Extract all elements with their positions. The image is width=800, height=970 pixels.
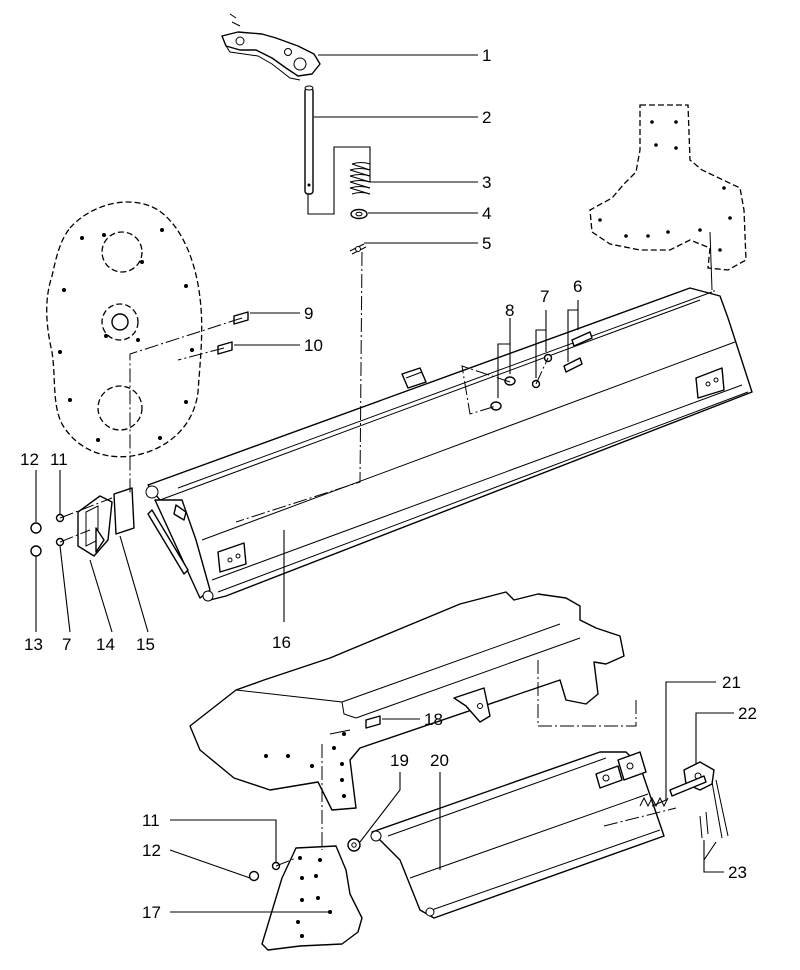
callout-8: 8 bbox=[505, 301, 514, 320]
assembly-center-lines bbox=[59, 251, 715, 867]
callout-11-upper: 11 bbox=[50, 450, 68, 469]
callout-12-upper: 12 bbox=[20, 450, 39, 469]
callout-11-lower: 11 bbox=[142, 811, 160, 830]
callout-15: 15 bbox=[136, 635, 155, 654]
part-21-spring bbox=[639, 796, 669, 808]
part-14-hinge-block bbox=[77, 495, 113, 557]
callout-2: 2 bbox=[482, 108, 491, 127]
part-13-nut-lower bbox=[30, 545, 42, 557]
callout-22: 22 bbox=[738, 704, 757, 723]
callout-21: 21 bbox=[722, 673, 741, 692]
lower-hood bbox=[189, 591, 625, 811]
part-17-side-plate bbox=[261, 845, 363, 951]
mounting-bracket-outline bbox=[589, 104, 747, 291]
part-3-spring bbox=[349, 162, 371, 195]
callout-18: 18 bbox=[424, 710, 443, 729]
callout-3: 3 bbox=[482, 173, 491, 192]
part-1-lever-bracket bbox=[221, 13, 321, 81]
part-4-washer bbox=[350, 208, 368, 220]
part-23-pins bbox=[699, 811, 709, 839]
callout-labels: 1 2 3 4 5 6 7 8 9 10 12 11 13 7 14 15 16… bbox=[20, 46, 757, 922]
callout-17: 17 bbox=[142, 903, 161, 922]
bracket-bolt-holes bbox=[598, 120, 732, 252]
callout-23: 23 bbox=[728, 863, 747, 882]
leader-lines bbox=[35, 54, 734, 913]
part-15-plate bbox=[113, 487, 135, 535]
callout-6: 6 bbox=[573, 277, 582, 296]
callout-10: 10 bbox=[304, 336, 323, 355]
callout-5: 5 bbox=[482, 234, 491, 253]
callout-7-upper: 7 bbox=[540, 287, 549, 306]
part-12-nut-upper bbox=[30, 522, 42, 534]
part-5-pin bbox=[349, 243, 367, 255]
part-2-rod bbox=[304, 85, 314, 195]
part-16-upper-shield bbox=[145, 287, 753, 602]
part-20-lower-flap bbox=[370, 751, 665, 919]
callout-14: 14 bbox=[96, 635, 115, 654]
gearbox-housing-outline bbox=[46, 201, 203, 458]
part-12-nut-lower bbox=[248, 870, 260, 882]
callout-1: 1 bbox=[482, 46, 491, 65]
lower-hood-holes bbox=[264, 732, 346, 798]
callout-4: 4 bbox=[482, 204, 491, 223]
part-22-lever bbox=[669, 761, 729, 839]
callout-16: 16 bbox=[272, 633, 291, 652]
callout-12-lower: 12 bbox=[142, 841, 161, 860]
callout-9: 9 bbox=[304, 304, 313, 323]
callout-19: 19 bbox=[390, 751, 409, 770]
callout-7-lower: 7 bbox=[62, 635, 71, 654]
part-8-washers bbox=[490, 376, 516, 411]
callout-13: 13 bbox=[24, 635, 43, 654]
side-plate-holes bbox=[296, 856, 332, 938]
housing-bolt-holes bbox=[58, 228, 194, 442]
part-6-bolts bbox=[563, 331, 593, 373]
part-19-nut bbox=[347, 838, 361, 852]
part-10-bolt bbox=[217, 341, 233, 355]
part-18-bolt bbox=[365, 715, 381, 729]
callout-20: 20 bbox=[430, 751, 449, 770]
